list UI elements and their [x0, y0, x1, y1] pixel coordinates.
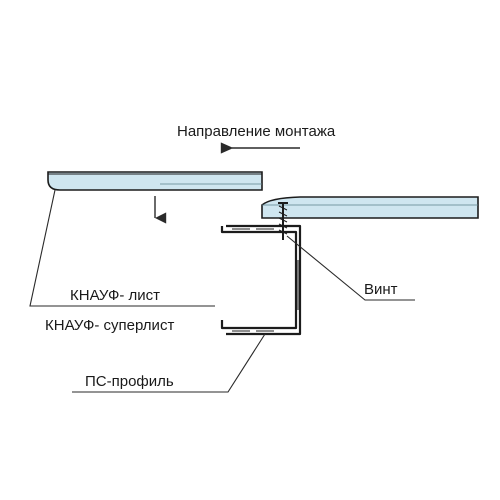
profile-leader [72, 333, 266, 393]
screw-label: Винт [364, 281, 398, 298]
ps-profile-outer [226, 224, 302, 336]
right-board [261, 196, 479, 219]
direction-label: Направление монтажа [177, 123, 336, 140]
knauf-supersheet-label: КНАУФ- суперлист [45, 317, 174, 334]
ps-profile-label: ПС-профиль [85, 373, 174, 390]
left-board [47, 171, 263, 191]
knauf-sheet-label: КНАУФ- лист [70, 287, 160, 304]
sheet-leader [29, 189, 215, 307]
screw [278, 202, 288, 240]
ps-profile [220, 226, 298, 330]
screw-leader [286, 235, 415, 301]
